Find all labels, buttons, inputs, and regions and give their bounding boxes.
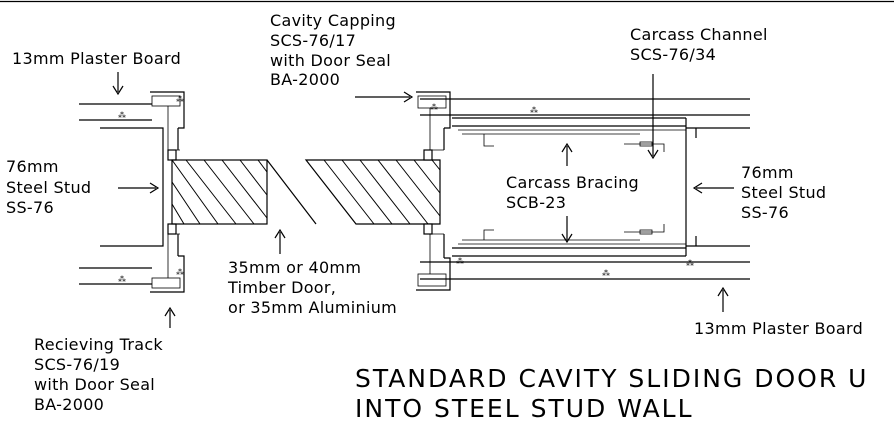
svg-text:⁂: ⁂ — [118, 274, 126, 284]
label-stud-left-1: 76mm — [6, 157, 59, 176]
door-leaf-right — [304, 159, 441, 225]
pocket-section: ⁂ ⁂ ⁂ ⁂ ⁂ — [416, 91, 750, 291]
label-door-3: or 35mm Aluminium — [228, 298, 397, 317]
label-plaster-bottom: 13mm Plaster Board — [694, 319, 863, 338]
label-stud-right-2: Steel Stud — [741, 183, 826, 202]
label-plaster-top: 13mm Plaster Board — [12, 49, 181, 68]
label-stud-right-1: 76mm — [741, 163, 794, 182]
label-carcass-channel-1: Carcass Channel — [630, 25, 768, 44]
label-carcass-bracing-1: Carcass Bracing — [506, 173, 639, 192]
title-line-2: INTO STEEL STUD WALL — [355, 394, 694, 423]
label-cavity-capping-3: with Door Seal — [270, 51, 391, 70]
drawing-title: STANDARD CAVITY SLIDING DOOR U INTO STEE… — [355, 364, 868, 423]
label-cavity-capping-4: BA-2000 — [270, 70, 340, 89]
title-line-1: STANDARD CAVITY SLIDING DOOR U — [355, 364, 868, 393]
label-cavity-capping-2: SCS-76/17 — [270, 31, 356, 50]
label-door-1: 35mm or 40mm — [228, 258, 361, 277]
svg-text:⁂: ⁂ — [176, 94, 184, 104]
label-receiving-track-2: SCS-76/19 — [34, 355, 120, 374]
label-cavity-capping-1: Cavity Capping — [270, 11, 396, 30]
annotation-labels: 13mm Plaster Board Cavity Capping SCS-76… — [6, 11, 863, 414]
label-receiving-track-4: BA-2000 — [34, 395, 104, 414]
svg-text:⁂: ⁂ — [176, 267, 184, 277]
svg-text:⁂: ⁂ — [686, 258, 694, 268]
svg-text:⁂: ⁂ — [430, 102, 438, 112]
label-stud-right-3: SS-76 — [741, 203, 789, 222]
label-carcass-channel-2: SCS-76/34 — [630, 45, 716, 64]
svg-text:⁂: ⁂ — [118, 110, 126, 120]
label-receiving-track-1: Recieving Track — [34, 335, 163, 354]
door-leaf-left — [171, 159, 317, 225]
left-wall-section: ⁂ ⁂ ⁂ ⁂ — [79, 91, 185, 293]
label-stud-left-3: SS-76 — [6, 198, 54, 217]
label-receiving-track-3: with Door Seal — [34, 375, 155, 394]
svg-text:⁂: ⁂ — [602, 268, 610, 278]
svg-text:⁂: ⁂ — [456, 256, 464, 266]
leader-lines — [112, 72, 734, 328]
svg-text:⁂: ⁂ — [530, 105, 538, 115]
label-door-2: Timber Door, — [227, 278, 336, 297]
label-carcass-bracing-2: SCB-23 — [506, 193, 566, 212]
label-stud-left-2: Steel Stud — [6, 178, 91, 197]
